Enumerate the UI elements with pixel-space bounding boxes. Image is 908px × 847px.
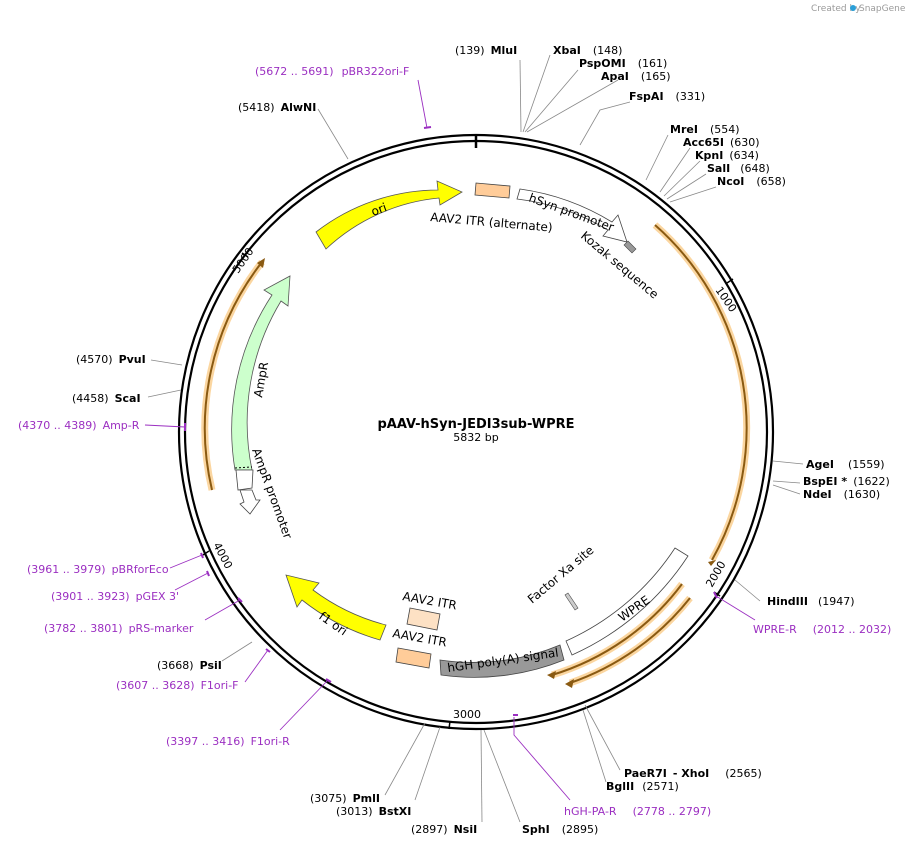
site-mrei: MreI(554) bbox=[670, 123, 740, 136]
orf-arc-main bbox=[652, 222, 751, 566]
orf-arc-left bbox=[201, 258, 265, 491]
plasmid-name: pAAV-hSyn-JEDI3sub-WPRE bbox=[377, 417, 574, 432]
site-ncoi: NcoI(658) bbox=[717, 175, 786, 188]
itr-lower-feature bbox=[395, 647, 432, 669]
ampr-divider bbox=[234, 466, 253, 469]
primer-pgex3: (3901 .. 3923)pGEX 3' bbox=[51, 590, 179, 603]
ampr-label: AmpR bbox=[251, 361, 271, 399]
ampr-feature bbox=[231, 275, 291, 471]
wpre-feature bbox=[565, 547, 689, 656]
site-paer7i-xhoi: PaeR7I- XhoI(2565) bbox=[624, 767, 762, 780]
site-apai: ApaI(165) bbox=[601, 70, 671, 83]
site-bglii: BglII(2571) bbox=[606, 780, 679, 793]
factor-xa-feature bbox=[564, 592, 579, 611]
itr-alt-feature bbox=[474, 182, 511, 199]
site-fspai: FspAI(331) bbox=[629, 90, 705, 103]
primer-pbrforeco: (3961 .. 3979)pBRforEco bbox=[27, 563, 169, 576]
hsyn-promoter-feature bbox=[516, 188, 628, 243]
ori-label: ori bbox=[369, 200, 388, 218]
primer-leader-lines bbox=[144, 79, 756, 801]
hgh-polya-feature bbox=[439, 644, 565, 678]
site-kpni: KpnI(634) bbox=[695, 149, 759, 162]
site-psii: (3668)PsiI bbox=[157, 659, 222, 672]
credit-text: Created by bbox=[811, 4, 861, 14]
site-leader-lines bbox=[147, 54, 804, 823]
primer-amp-r: (4370 .. 4389)Amp-R bbox=[18, 419, 140, 432]
primer-wpre-r: WPRE-R(2012 .. 2032) bbox=[753, 623, 891, 636]
f1-ori-feature bbox=[285, 574, 387, 641]
ampr-promoter-box bbox=[235, 469, 254, 491]
site-pspomi: PspOMI(161) bbox=[579, 57, 667, 70]
site-pvui: (4570)PvuI bbox=[76, 353, 146, 366]
credit-brand: SnapGene bbox=[859, 4, 906, 14]
site-mlui: (139)MluI bbox=[455, 44, 517, 57]
primer-pbr322ori-f: (5672 .. 5691)pBR322ori-F bbox=[255, 65, 409, 78]
site-nsii: (2897)NsiI bbox=[411, 823, 477, 836]
plasmid-length: 5832 bp bbox=[453, 431, 498, 444]
site-ndei: NdeI(1630) bbox=[803, 488, 880, 501]
snapgene-logo-icon bbox=[850, 5, 856, 11]
ori-feature bbox=[315, 180, 463, 250]
site-sphi: SphI(2895) bbox=[522, 823, 598, 836]
itr-upper-feature bbox=[406, 607, 441, 631]
site-agei: AgeI(1559) bbox=[806, 458, 885, 471]
site-hindiii: HindIII(1947) bbox=[767, 595, 855, 608]
site-pmli: (3075)PmlI bbox=[310, 792, 380, 805]
site-acc65i: Acc65I(630) bbox=[683, 136, 760, 149]
site-xbai: XbaI(148) bbox=[553, 44, 622, 57]
site-bstxi: (3013)BstXI bbox=[336, 805, 411, 818]
orf-arc-wpre-1 bbox=[547, 581, 685, 679]
site-bspei: BspEI*(1622) bbox=[803, 475, 890, 488]
site-alwni: (5418)AlwNI bbox=[238, 101, 316, 114]
factor-xa-label: Factor Xa site bbox=[525, 543, 597, 606]
ampr-promoter-arrow bbox=[239, 489, 261, 515]
tick-label-3000: 3000 bbox=[453, 708, 481, 721]
site-sali: SalI(648) bbox=[707, 162, 770, 175]
primer-markers bbox=[184, 126, 718, 716]
ampr-promoter-label: AmpR promoter bbox=[249, 446, 295, 540]
site-scai: (4458)ScaI bbox=[72, 392, 141, 405]
primer-prs-marker: (3782 .. 3801)pRS-marker bbox=[44, 622, 194, 635]
primer-hgh-pa-r: hGH-PA-R(2778 .. 2797) bbox=[564, 805, 711, 818]
primer-f1ori-r: (3397 .. 3416)F1ori-R bbox=[166, 735, 290, 748]
itr-alt-label: AAV2 ITR (alternate) bbox=[430, 210, 553, 235]
created-by-credit: Created by SnapGene bbox=[811, 4, 906, 14]
primer-f1ori-f: (3607 .. 3628)F1ori-F bbox=[116, 679, 239, 692]
kozak-feature bbox=[623, 240, 637, 254]
tick-label-4000: 4000 bbox=[210, 540, 235, 571]
itr-lower-label: AAV2 ITR bbox=[391, 626, 447, 649]
orf-arc-wpre-2 bbox=[565, 595, 693, 688]
